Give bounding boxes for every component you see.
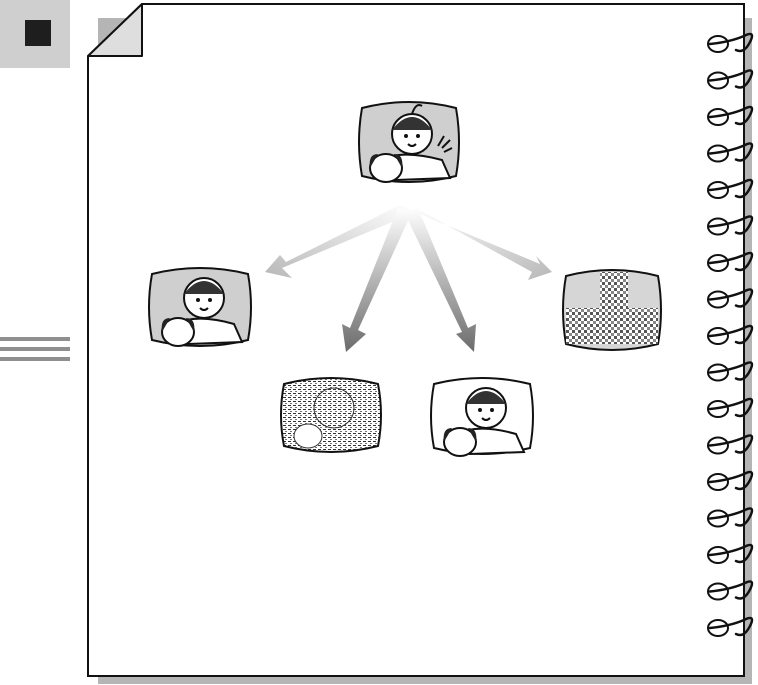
spiral-ring [708, 34, 752, 52]
spiral-ring [708, 326, 752, 344]
spiral-ring [708, 144, 752, 162]
spiral-ring [708, 107, 752, 125]
spiral-ring [708, 472, 752, 490]
spiral-ring [708, 180, 752, 198]
spiral-ring [708, 436, 752, 454]
spiral-ring [708, 399, 752, 417]
spiral-ring [708, 217, 752, 235]
spiral-ring [708, 509, 752, 527]
spiral-ring [708, 363, 752, 381]
spiral-ring [708, 582, 752, 600]
spiral-ring [708, 253, 752, 271]
spiral-ring [708, 71, 752, 89]
spiral-ring [708, 545, 752, 563]
spiral-ring [708, 290, 752, 308]
spiral-ring [708, 618, 752, 636]
